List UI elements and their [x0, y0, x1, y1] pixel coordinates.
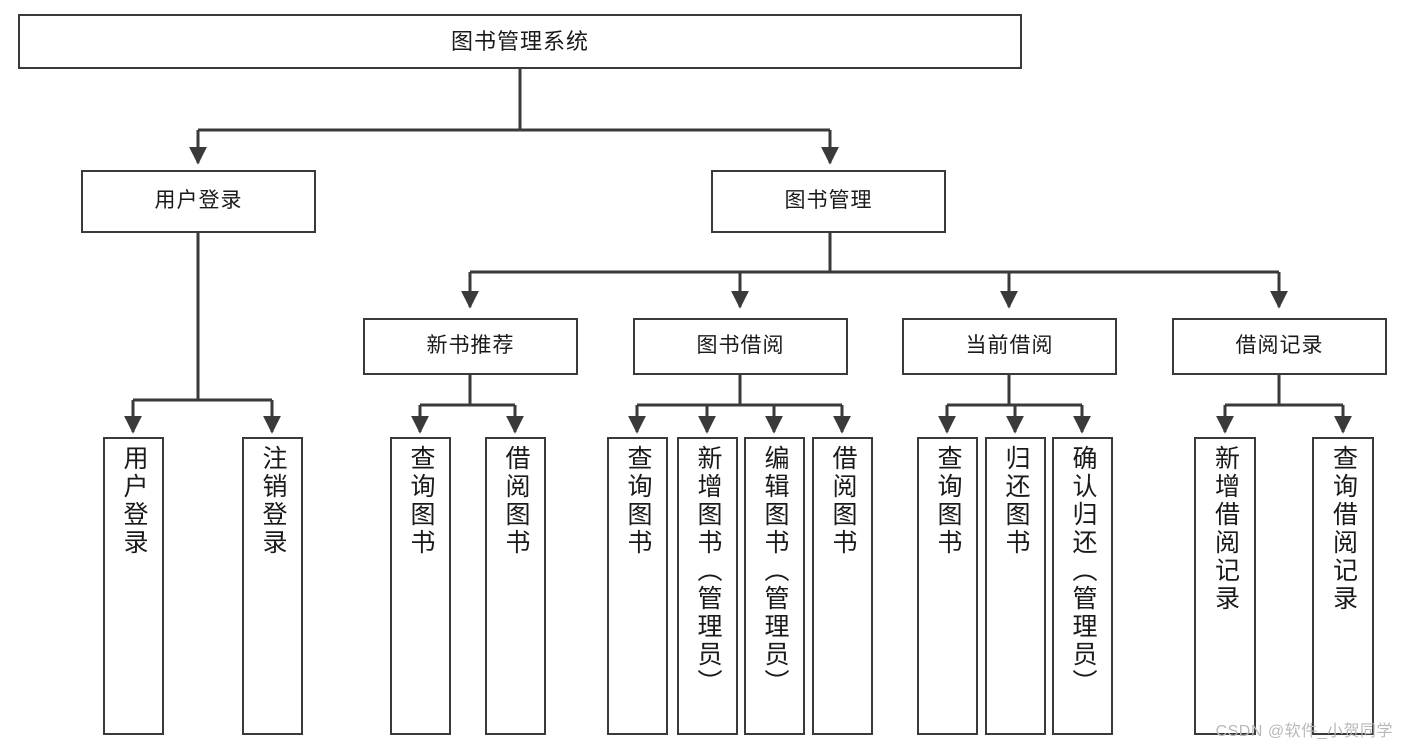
node-borrow-record[interactable]: 借阅记录	[1172, 318, 1387, 375]
node-label: 图书管理	[784, 189, 873, 213]
node-label: 用户登录	[154, 189, 243, 213]
node-label: 确认归还（管理员）	[1069, 445, 1097, 697]
node-leaf-query-book-3[interactable]: 查询图书	[917, 437, 978, 735]
node-label: 归还图书	[1002, 445, 1030, 557]
node-label: 图书借阅	[696, 334, 785, 358]
node-leaf-return-book[interactable]: 归还图书	[985, 437, 1046, 735]
node-leaf-add-book[interactable]: 新增图书（管理员）	[677, 437, 738, 735]
node-leaf-query-book-2[interactable]: 查询图书	[607, 437, 668, 735]
watermark: CSDN @软件_小贺同学	[1215, 723, 1393, 740]
node-label: 编辑图书（管理员）	[761, 445, 789, 697]
node-leaf-confirm-return[interactable]: 确认归还（管理员）	[1052, 437, 1113, 735]
node-leaf-query-book-1[interactable]: 查询图书	[390, 437, 451, 735]
node-label: 图书管理系统	[450, 28, 589, 54]
node-leaf-borrow-book-1[interactable]: 借阅图书	[485, 437, 546, 735]
node-leaf-logout[interactable]: 注销登录	[242, 437, 303, 735]
node-label: 注销登录	[259, 445, 287, 557]
node-new-book-recommend[interactable]: 新书推荐	[363, 318, 578, 375]
node-label: 借阅图书	[829, 445, 857, 557]
node-label: 用户登录	[120, 445, 148, 557]
node-label: 查询图书	[624, 445, 652, 557]
node-book-borrow[interactable]: 图书借阅	[633, 318, 848, 375]
node-label: 新增借阅记录	[1211, 445, 1240, 613]
node-root-system[interactable]: 图书管理系统	[18, 14, 1022, 69]
node-label: 借阅图书	[502, 445, 530, 557]
node-leaf-edit-book[interactable]: 编辑图书（管理员）	[744, 437, 805, 735]
node-leaf-borrow-book-2[interactable]: 借阅图书	[812, 437, 873, 735]
node-label: 查询图书	[934, 445, 962, 557]
node-leaf-query-record[interactable]: 查询借阅记录	[1312, 437, 1374, 735]
node-label: 新增图书（管理员）	[694, 445, 722, 697]
node-current-borrow[interactable]: 当前借阅	[902, 318, 1117, 375]
node-label: 借阅记录	[1235, 334, 1324, 358]
node-leaf-user-login[interactable]: 用户登录	[103, 437, 164, 735]
node-user-login[interactable]: 用户登录	[81, 170, 316, 233]
node-label: 当前借阅	[965, 334, 1054, 358]
node-label: 查询借阅记录	[1329, 445, 1358, 613]
node-label: 查询图书	[407, 445, 435, 557]
node-label: 新书推荐	[426, 334, 515, 358]
node-leaf-add-record[interactable]: 新增借阅记录	[1194, 437, 1256, 735]
node-book-management[interactable]: 图书管理	[711, 170, 946, 233]
